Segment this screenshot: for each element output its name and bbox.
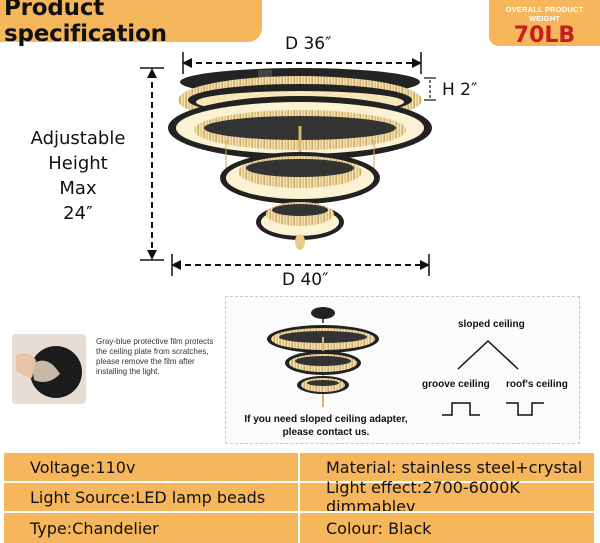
adjustable-line-3: Max (59, 178, 97, 199)
top-diameter-label: D 36″ (285, 34, 332, 54)
weight-label: OVERALL PRODUCT WEIGHT (505, 5, 584, 23)
spec-light-effect: Light effect:2700-6000K dimmablev (300, 478, 596, 516)
adjustable-line-2: Height (48, 153, 108, 174)
canopy-height-line (424, 77, 436, 101)
top-dimension-line (182, 52, 422, 74)
page-title: Product specification (4, 0, 167, 47)
ceiling-info-panel: sloped ceiling groove ceiling roof's cei… (225, 296, 580, 444)
groove-ceiling-label: groove ceiling (422, 379, 490, 390)
spec-colour: Colour: Black (300, 511, 596, 543)
height-dimension-line (140, 67, 164, 261)
sloped-ceiling-label: sloped ceiling (458, 319, 525, 330)
bottom-dimension-line (171, 254, 430, 276)
adjustable-line-4: 24″ (63, 203, 93, 224)
film-illustration (12, 334, 86, 404)
chandelier (168, 68, 432, 250)
canopy-height-label: H 2″ (442, 80, 478, 100)
spec-voltage: Voltage:110v (4, 451, 300, 481)
chandelier-illustration (140, 52, 436, 276)
sloped-ceiling-icon (457, 339, 519, 370)
adjustable-height-text: Adjustable Height Max 24″ (22, 126, 134, 226)
spec-light-source: Light Source:LED lamp beads (4, 481, 300, 511)
bottom-diameter-label: D 40″ (282, 270, 329, 290)
adjustable-line-1: Adjustable (30, 128, 126, 149)
contact-line-1: If you need sloped ceiling adapter, (244, 414, 408, 425)
roofs-ceiling-icon (506, 402, 544, 416)
spec-type: Type:Chandelier (4, 511, 300, 543)
roofs-ceiling-label: roof's ceiling (506, 379, 568, 390)
contact-line-2: please contact us. (282, 427, 370, 438)
title-banner: Product specification (0, 0, 262, 47)
protective-film-photo (12, 334, 86, 404)
protective-film-note: Gray-blue protective film protects the c… (96, 337, 214, 376)
adapter-contact-text: If you need sloped ceiling adapter, plea… (238, 413, 414, 439)
specs-table: Voltage:110v Material: stainless steel+c… (4, 451, 596, 543)
weight-value: 70LB (513, 23, 576, 48)
weight-badge: OVERALL PRODUCT WEIGHT 70LB (489, 0, 600, 48)
groove-ceiling-icon (442, 402, 480, 416)
spec-material: Material: stainless steel+crystal (300, 451, 596, 481)
ceiling-panel-graphics (267, 307, 544, 416)
small-chandelier-icon (267, 307, 379, 407)
